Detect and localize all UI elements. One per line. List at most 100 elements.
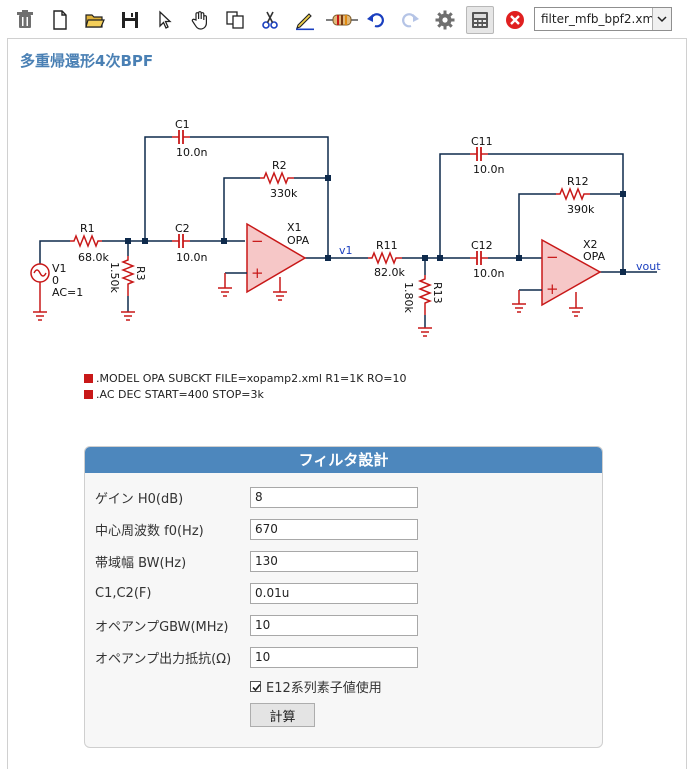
e12-checkbox-row[interactable]: E12系列素子値使用 (250, 677, 382, 696)
check-icon (252, 683, 261, 692)
pen-icon[interactable] (292, 7, 318, 33)
v1-name: V1 (52, 262, 67, 275)
bandwidth-input[interactable] (250, 550, 418, 572)
resistor-r12[interactable]: R12 390k (556, 175, 595, 216)
undo-icon[interactable] (363, 7, 389, 33)
directive-text: .MODEL OPA SUBCKT FILE=xopamp2.xml R1=1K… (96, 372, 407, 385)
x1-name: X1 (287, 221, 302, 234)
x1-plus: + (251, 264, 264, 282)
capacitor-c1[interactable]: C1 10.0n (172, 118, 207, 159)
gbw-input[interactable] (250, 614, 418, 636)
junction-dots (125, 175, 626, 275)
c11-name: C11 (471, 135, 493, 148)
trash-icon[interactable] (12, 7, 38, 33)
c2-value: 10.0n (176, 251, 207, 264)
redo-icon[interactable] (397, 7, 423, 33)
r12-name: R12 (567, 175, 589, 188)
resistor-r13[interactable]: R13 1.80k (402, 275, 444, 337)
opamp-x2[interactable]: − + X2 OPA (512, 238, 606, 317)
directive-model[interactable]: .MODEL OPA SUBCKT FILE=xopamp2.xml R1=1K… (84, 372, 407, 385)
v1-dc: 0 (52, 274, 59, 287)
gain-input[interactable] (250, 486, 418, 508)
file-select-value: filter_mfb_bpf2.xml (541, 12, 658, 26)
chevron-down-icon[interactable] (652, 8, 671, 30)
ground-icon (121, 311, 135, 321)
field-label: オペアンプ出力抵抗(Ω) (95, 651, 232, 667)
ground-icon (569, 307, 583, 317)
r12-value: 390k (567, 203, 595, 216)
calculate-button[interactable]: 計算 (250, 703, 315, 727)
directive-marker-icon (84, 374, 93, 383)
field-label: C1,C2(F) (95, 585, 152, 601)
directive-ac[interactable]: .AC DEC START=400 STOP=3k (84, 388, 264, 401)
r11-name: R11 (376, 239, 398, 252)
resistor-r2[interactable]: R2 330k (260, 159, 298, 200)
ground-icon (512, 303, 526, 313)
page-title: 多重帰還形4次BPF (20, 52, 154, 70)
output-resistance-input[interactable] (250, 646, 418, 668)
center-freq-input[interactable] (250, 518, 418, 540)
field-gain: ゲイン H0(dB) (95, 486, 418, 508)
r3-value: 1.50k (108, 262, 121, 293)
open-folder-icon[interactable] (82, 7, 108, 33)
x1-model: OPA (287, 234, 310, 247)
capacitor-c12[interactable]: C12 10.0n (470, 239, 504, 280)
capacitance-input[interactable] (250, 582, 418, 604)
r1-name: R1 (80, 222, 95, 235)
file-select[interactable]: filter_mfb_bpf2.xml (534, 7, 672, 31)
field-gbw: オペアンプGBW(MHz) (95, 614, 418, 636)
voltage-source-v1[interactable]: V1 0 AC=1 (30, 262, 83, 321)
v1-ac: AC=1 (52, 286, 83, 299)
x2-plus: + (546, 280, 559, 298)
x2-name: X2 (583, 238, 598, 251)
resistor-r1[interactable]: R1 68.0k (70, 222, 109, 264)
c12-value: 10.0n (473, 267, 504, 280)
new-file-icon[interactable] (47, 7, 73, 33)
resistor-r11[interactable]: R11 82.0k (368, 239, 405, 279)
field-bandwidth: 帯域幅 BW(Hz) (95, 550, 418, 572)
e12-checkbox[interactable] (250, 681, 261, 692)
copy-icon[interactable] (222, 7, 248, 33)
calculator-icon[interactable] (466, 6, 494, 34)
panel-title: フィルタ設計 (85, 447, 602, 473)
x1-minus: − (251, 232, 264, 250)
gear-icon[interactable] (432, 7, 458, 33)
resistor-icon[interactable] (326, 7, 358, 33)
field-capacitance: C1,C2(F) (95, 582, 418, 604)
field-output-resistance: オペアンプ出力抵抗(Ω) (95, 646, 418, 668)
r1-value: 68.0k (78, 251, 109, 264)
c12-name: C12 (471, 239, 493, 252)
ground-icon (273, 291, 287, 301)
directive-text: .AC DEC START=400 STOP=3k (96, 388, 264, 401)
x2-minus: − (546, 248, 559, 266)
filter-design-panel: フィルタ設計 ゲイン H0(dB) 中心周波数 f0(Hz) 帯域幅 BW(Hz… (84, 446, 603, 748)
scissors-icon[interactable] (257, 7, 283, 33)
close-circle-icon[interactable] (502, 7, 528, 33)
hand-icon[interactable] (187, 7, 213, 33)
save-icon[interactable] (117, 7, 143, 33)
x2-model: OPA (583, 250, 606, 263)
ground-icon (33, 311, 47, 321)
c1-name: C1 (175, 118, 190, 131)
e12-checkbox-label: E12系列素子値使用 (266, 681, 382, 696)
toolbar: filter_mfb_bpf2.xml (0, 0, 695, 38)
resistor-r3[interactable]: R3 1.50k (108, 256, 147, 321)
net-label-v1: v1 (339, 244, 353, 257)
r13-value: 1.80k (402, 282, 415, 313)
opamp-x1[interactable]: − + X1 OPA (218, 221, 310, 301)
r3-name: R3 (134, 266, 147, 281)
r2-value: 330k (270, 187, 298, 200)
field-label: オペアンプGBW(MHz) (95, 619, 229, 635)
net-label-vout: vout (636, 260, 661, 273)
ground-icon (418, 327, 432, 337)
capacitor-c11[interactable]: C11 10.0n (470, 135, 504, 176)
pointer-icon[interactable] (152, 7, 178, 33)
c2-name: C2 (175, 222, 190, 235)
schematic-canvas[interactable]: C1 10.0n C2 10.0n R1 68.0k R2 330k R3 1.… (0, 100, 695, 340)
capacitor-c2[interactable]: C2 10.0n (172, 222, 207, 264)
wires (39, 136, 657, 275)
r11-value: 82.0k (374, 266, 405, 279)
r13-name: R13 (431, 282, 444, 304)
field-label: 帯域幅 BW(Hz) (95, 555, 187, 571)
r2-name: R2 (272, 159, 287, 172)
